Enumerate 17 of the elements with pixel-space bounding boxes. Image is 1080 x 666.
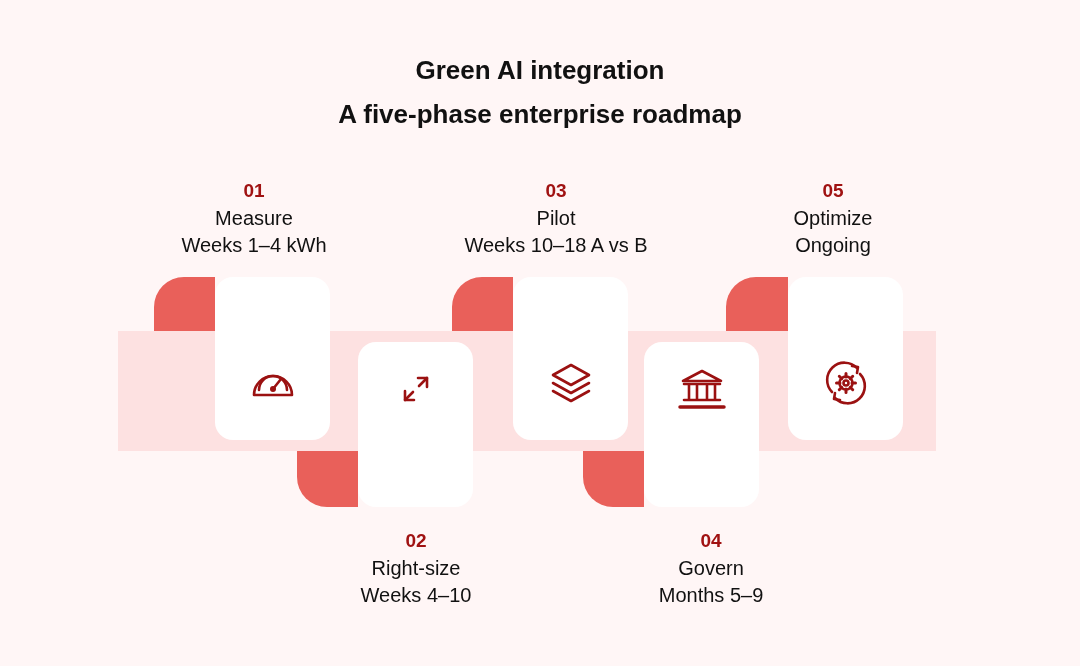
phase-duration: Weeks 4–10 — [360, 583, 472, 607]
title: Green AI integration — [415, 54, 665, 86]
phase-duration: Weeks 1–4 kWh — [181, 233, 327, 257]
phase-number: 05 — [822, 179, 844, 203]
phase-name: Right-size — [371, 556, 461, 580]
phase-duration: Ongoing — [795, 233, 871, 257]
phase-duration: Months 5–9 — [658, 583, 764, 607]
phase-name: Measure — [215, 206, 293, 230]
phase-number: 03 — [545, 179, 567, 203]
phase-number: 04 — [700, 529, 722, 553]
phase-name: Optimize — [793, 206, 873, 230]
phase-number: 01 — [243, 179, 265, 203]
phase-name: Pilot — [536, 206, 576, 230]
phase-duration: Weeks 10–18 A vs B — [464, 233, 648, 257]
phase-number: 02 — [405, 529, 427, 553]
phase-name: Govern — [678, 556, 744, 580]
subtitle: A five-phase enterprise roadmap — [338, 98, 742, 130]
